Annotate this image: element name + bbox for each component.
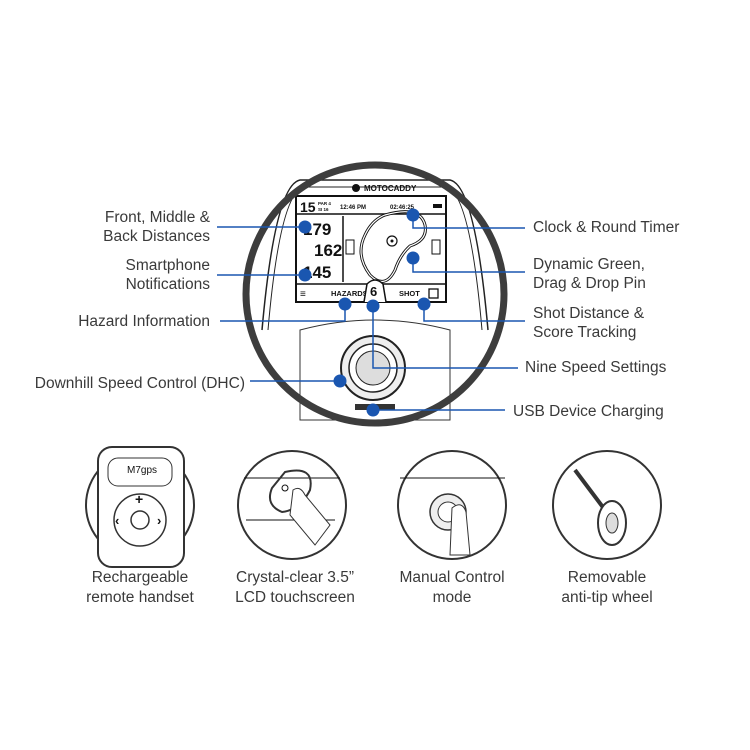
timer-text: 02:46:25 xyxy=(390,205,415,211)
distance-middle: 162 xyxy=(314,241,342,260)
anti-tip-wheel-illustration xyxy=(552,450,662,560)
callout-usb-charging: USB Device Charging xyxy=(513,403,664,420)
callout-dots xyxy=(298,208,431,417)
battery-icon xyxy=(433,204,442,208)
feature-caption-touchscreen: Crystal-clear 3.5”LCD touchscreen xyxy=(235,569,355,606)
par-text: PAR 4 xyxy=(318,201,331,206)
shot-button: SHOT xyxy=(399,289,420,298)
manual-control-illustration xyxy=(397,450,507,560)
magnifier-ring xyxy=(242,161,508,427)
callout-dhc: Downhill Speed Control (DHC) xyxy=(34,375,245,392)
pin-target-icon xyxy=(386,235,398,247)
callout-dynamic-green: Dynamic Green,Drag & Drop Pin xyxy=(533,256,646,292)
touchscreen-illustration xyxy=(237,450,347,560)
callout-front-middle-back: Front, Middle &Back Distances xyxy=(103,209,210,245)
scorecard-edit-icon xyxy=(428,288,439,299)
clock-text: 12:46 PM xyxy=(340,205,366,211)
brand-text: MOTOCADDY xyxy=(364,184,417,193)
hazards-button: HAZARDS xyxy=(331,289,368,298)
svg-text:M7gps: M7gps xyxy=(127,465,157,476)
callout-clock-timer: Clock & Round Timer xyxy=(533,219,680,236)
remote-handset-illustration: M7gps + ‹ › xyxy=(85,446,195,568)
speed-setting: 6 xyxy=(370,284,377,299)
svg-text:›: › xyxy=(157,513,161,528)
callout-hazard-information: Hazard Information xyxy=(78,313,210,330)
callout-shot-distance: Shot Distance &Score Tracking xyxy=(533,305,645,341)
menu-icon: ≡ xyxy=(300,289,306,300)
svg-text:+: + xyxy=(135,491,143,507)
svg-text:‹: ‹ xyxy=(115,513,119,528)
callout-nine-speed: Nine Speed Settings xyxy=(525,359,667,376)
si-text: SI 16 xyxy=(318,207,329,212)
motocaddy-logo-icon xyxy=(352,184,360,192)
hole-number: 15 xyxy=(300,199,316,215)
